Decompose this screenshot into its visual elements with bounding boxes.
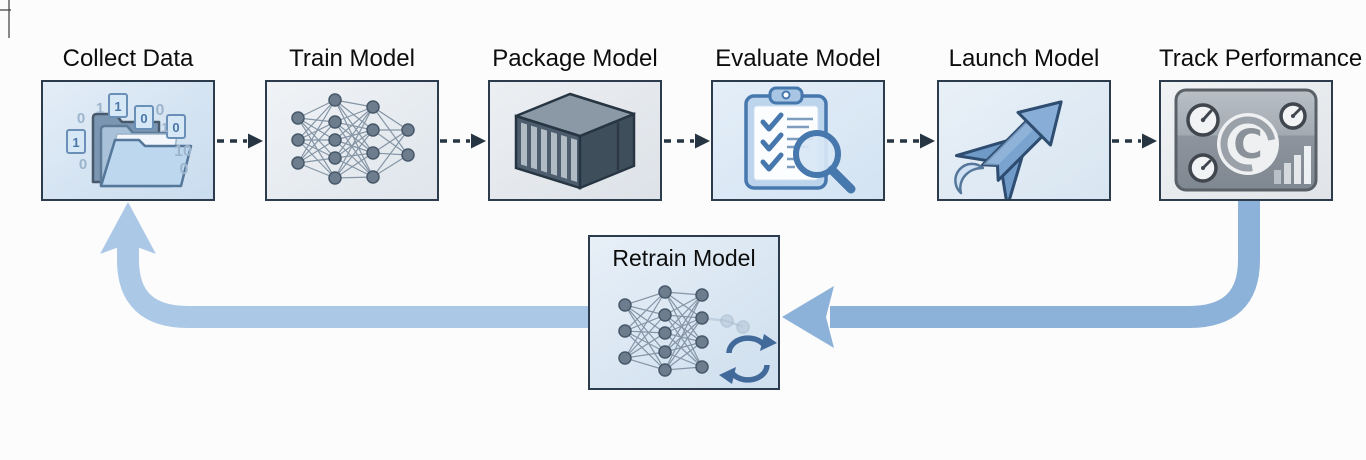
svg-text:1: 1 — [114, 99, 121, 114]
binary-documents — [66, 93, 186, 154]
bar-chart-icon — [1274, 146, 1311, 184]
stage-package-model: Package Model — [488, 44, 662, 201]
stage-box-launch-model — [937, 80, 1111, 201]
svg-text:10: 10 — [174, 143, 192, 160]
stage-train-model: Train Model — [265, 44, 439, 201]
dashboard-letter: C — [1233, 122, 1262, 168]
dashed-connector — [887, 133, 935, 149]
stage-evaluate-model: Evaluate Model — [711, 44, 885, 201]
stage-track-performance: Track Performance — [1159, 44, 1363, 201]
svg-text:0: 0 — [156, 102, 165, 119]
stage-box-track-performance: C — [1159, 80, 1333, 201]
rocket-icon — [954, 100, 1063, 199]
data-folders-icon: 0 1 1 0 0 1 0 10 0 1 0 — [66, 93, 193, 188]
checklist-magnifier-icon — [744, 86, 856, 194]
feedback-band-right — [830, 200, 1260, 328]
stage-label: Package Model — [492, 45, 658, 72]
stage-box-package-model — [488, 80, 662, 201]
svg-text:0: 0 — [180, 161, 189, 178]
c-logo-icon: C — [1217, 113, 1279, 175]
border-artifact — [0, 9, 11, 11]
magnifier-icon — [793, 130, 856, 194]
stage-box-evaluate-model — [711, 80, 885, 201]
dashed-connector — [664, 133, 710, 149]
gauge-dashboard-icon: C — [1174, 88, 1318, 192]
stage-retrain-model: Retrain Model — [588, 235, 780, 390]
dashed-connector — [217, 133, 263, 149]
stage-box-train-model — [265, 80, 439, 201]
stage-launch-model: Launch Model — [937, 44, 1111, 201]
stage-label: Evaluate Model — [715, 45, 881, 72]
dashed-connector — [1112, 133, 1157, 149]
refresh-icon — [719, 334, 777, 384]
stage-label: Launch Model — [948, 45, 1100, 72]
stage-collect-data: Collect Data 0 1 1 — [41, 44, 215, 201]
neural-network-icon — [291, 93, 415, 185]
stage-label: Track Performance — [1159, 45, 1363, 72]
svg-text:1: 1 — [96, 100, 104, 117]
svg-text:0: 0 — [140, 111, 147, 126]
shipping-container-icon — [514, 92, 636, 190]
binary-digits: 0 1 1 0 0 1 0 10 0 1 0 — [72, 99, 192, 178]
border-artifact — [8, 0, 10, 38]
neural-network-refresh-icon — [618, 285, 777, 384]
svg-text:1: 1 — [72, 135, 79, 150]
stage-label: Retrain Model — [612, 245, 756, 271]
feedback-arrowhead-up-icon — [100, 202, 156, 254]
feedback-band-left — [117, 228, 600, 328]
feedback-arrowhead-left-icon — [782, 286, 834, 348]
svg-text:0: 0 — [172, 120, 179, 135]
stage-label: Collect Data — [62, 45, 194, 72]
stage-label: Train Model — [289, 45, 415, 72]
svg-text:1: 1 — [161, 120, 168, 135]
svg-text:0: 0 — [79, 156, 87, 173]
stage-box-collect-data: 0 1 1 0 0 1 0 10 0 1 0 — [41, 80, 215, 201]
dashed-connector — [440, 133, 486, 149]
gauge-icon — [1186, 102, 1307, 183]
svg-text:0: 0 — [77, 110, 85, 127]
